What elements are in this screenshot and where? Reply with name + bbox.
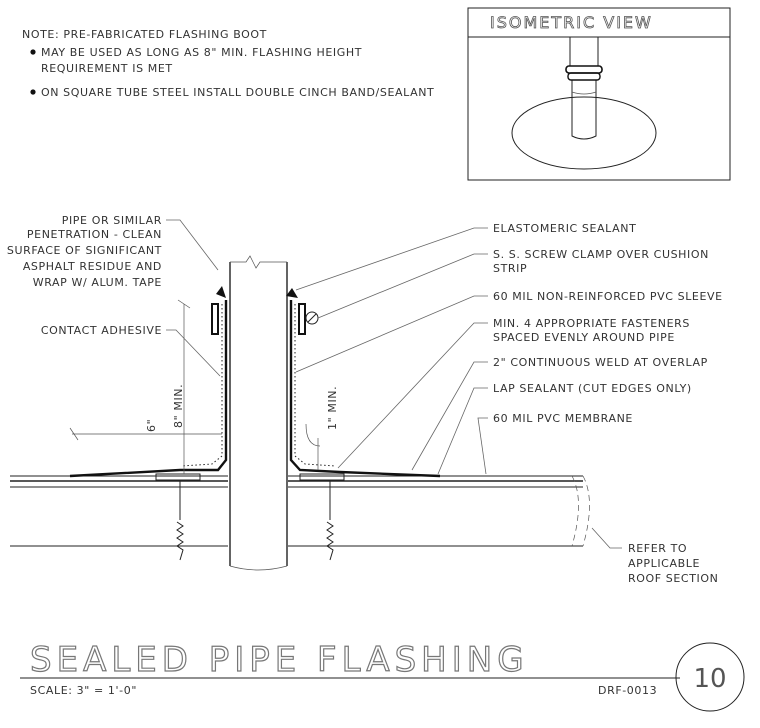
pvc-sleeve-left xyxy=(69,300,228,478)
pipe-label-line-5: WRAP W/ ALUM. TAPE xyxy=(33,276,162,289)
adhesive-leader xyxy=(166,329,221,377)
dimension-8-min: 8" MIN. 6" xyxy=(69,299,222,474)
adhesive-label: CONTACT ADHESIVE xyxy=(41,324,162,337)
sealant-label: ELASTOMERIC SEALANT xyxy=(493,222,636,235)
sealant-leader xyxy=(295,227,488,291)
isometric-clamp-band xyxy=(565,65,603,74)
fasteners-label-line-1: MIN. 4 APPROPRIATE FASTENERS xyxy=(493,317,690,330)
dimension-tick xyxy=(69,427,79,441)
refer-label-line-3: ROOF SECTION xyxy=(628,572,718,585)
notes-block: NOTE: PRE-FABRICATED FLASHING BOOT MAY B… xyxy=(22,28,434,99)
pipe-label-line-2: PENETRATION - CLEAN xyxy=(27,228,162,241)
fastener-right xyxy=(299,473,345,561)
dimension-one-label: 1" MIN. xyxy=(326,386,339,430)
elastomeric-sealant-bead xyxy=(216,286,226,298)
section-drawing: 8" MIN. 6" 1" MIN. xyxy=(10,255,590,571)
pipe-break-top xyxy=(230,255,287,269)
roof-break-line xyxy=(571,475,579,547)
membrane-leader xyxy=(477,417,488,475)
title-block: SEALED PIPE FLASHING SCALE: 3" = 1'-0" D… xyxy=(20,639,745,712)
right-callouts: ELASTOMERIC SEALANT S. S. SCREW CLAMP OV… xyxy=(295,222,723,585)
sleeve-label: 60 MIL NON-REINFORCED PVC SLEEVE xyxy=(493,290,723,303)
dimension-1-min: 1" MIN. xyxy=(305,386,339,470)
lap-leader xyxy=(437,387,488,475)
bullet-dot xyxy=(30,49,36,55)
drawing-scale: SCALE: 3" = 1'-0" xyxy=(30,684,137,697)
clamp-band-left xyxy=(211,303,219,335)
clamp-leader xyxy=(317,253,488,319)
drawing-title: SEALED PIPE FLASHING xyxy=(30,640,529,680)
isometric-view: ISOMETRIC VIEW xyxy=(467,7,731,181)
fastener-plate xyxy=(155,473,201,481)
dimension-six-label: 6" xyxy=(145,419,158,432)
pipe-leader xyxy=(166,219,219,271)
clamp-label-line-2: STRIP xyxy=(493,262,527,275)
detail-number: 10 xyxy=(693,664,726,694)
dimension-tick xyxy=(177,299,191,309)
fastener-plate xyxy=(299,473,345,481)
fastener-left xyxy=(155,473,201,561)
pipe-break-bottom xyxy=(229,565,288,571)
note-bullet-1-line-1: MAY BE USED AS LONG AS 8" MIN. FLASHING … xyxy=(41,46,362,59)
isometric-title: ISOMETRIC VIEW xyxy=(490,13,653,32)
refer-leader xyxy=(591,527,622,549)
fastener-thread xyxy=(176,521,184,561)
clamp-screw-slot xyxy=(307,313,317,323)
dimension-eight-label: 8" MIN. xyxy=(172,384,185,428)
roof-break-line xyxy=(582,475,590,547)
membrane-label: 60 MIL PVC MEMBRANE xyxy=(493,412,633,425)
refer-label-line-1: REFER TO xyxy=(628,542,687,555)
sleeve-leader xyxy=(295,295,488,373)
isometric-frame xyxy=(467,7,731,181)
weld-label: 2" CONTINUOUS WELD AT OVERLAP xyxy=(493,356,708,369)
fastener-thread xyxy=(326,521,334,561)
fasteners-leader xyxy=(337,322,488,469)
note-bullet-1-line-2: REQUIREMENT IS MET xyxy=(41,62,173,75)
isometric-pipe-upper xyxy=(569,37,599,66)
detail-number-circle xyxy=(675,642,745,712)
weld-leader xyxy=(411,361,488,471)
isometric-boot-sleeve xyxy=(571,80,597,140)
isometric-flashing-disc xyxy=(511,96,657,170)
pipe-label-line-3: SURFACE OF SIGNIFICANT xyxy=(7,244,162,257)
lap-label: LAP SEALANT (CUT EDGES ONLY) xyxy=(493,382,692,395)
isometric-sleeve-detail xyxy=(571,91,597,95)
clamp-label-line-1: S. S. SCREW CLAMP OVER CUSHION xyxy=(493,248,709,261)
pipe-label-line-1: PIPE OR SIMILAR xyxy=(62,214,162,227)
elastomeric-sealant-bead xyxy=(286,288,298,298)
drawing-code: DRF-0013 xyxy=(598,684,657,697)
pipe-label-line-4: ASPHALT RESIDUE AND xyxy=(23,260,162,273)
note-bullet-2: ON SQUARE TUBE STEEL INSTALL DOUBLE CINC… xyxy=(41,86,434,99)
contact-adhesive-right xyxy=(294,304,337,467)
refer-label-line-2: APPLICABLE xyxy=(628,557,700,570)
pvc-sleeve-right xyxy=(289,300,441,478)
dimension-leader xyxy=(305,423,321,447)
isometric-clamp-band xyxy=(567,72,601,81)
bullet-dot xyxy=(30,89,36,95)
fasteners-label-line-2: SPACED EVENLY AROUND PIPE xyxy=(493,331,675,344)
note-heading: NOTE: PRE-FABRICATED FLASHING BOOT xyxy=(22,28,267,41)
clamp-band-right xyxy=(298,303,306,335)
left-callouts: PIPE OR SIMILAR PENETRATION - CLEAN SURF… xyxy=(7,214,221,377)
contact-adhesive-left xyxy=(181,304,223,467)
